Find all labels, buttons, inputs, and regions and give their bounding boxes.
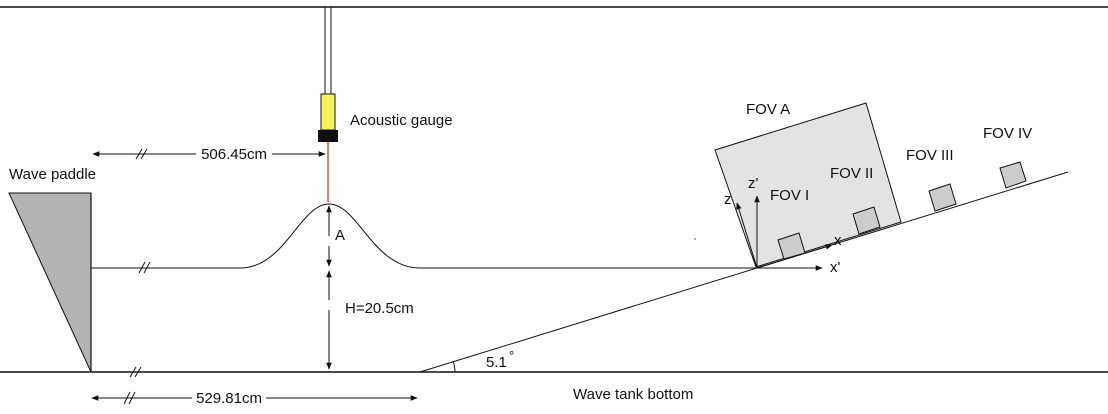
acoustic-gauge-base	[318, 130, 338, 142]
slope-angle-label: 5.1	[486, 354, 507, 371]
tank-bottom-label: Wave tank bottom	[573, 386, 693, 403]
surface-break-2	[143, 261, 151, 274]
amplitude-label: A	[335, 227, 345, 244]
fov-2-box	[852, 206, 881, 235]
bottom-break-top-1	[129, 366, 137, 378]
axis-z	[736, 202, 758, 269]
bottom-break-top-2	[134, 366, 142, 378]
depth-label: H=20.5cm	[345, 300, 414, 317]
axis-x	[756, 244, 833, 269]
acoustic-gauge-body	[320, 93, 336, 131]
wave-paddle	[8, 192, 92, 373]
bottom-break-low-2	[128, 391, 136, 405]
axis-x-label: x	[834, 232, 842, 249]
degree-symbol: °	[509, 348, 514, 363]
fov-4-box	[999, 161, 1027, 189]
axis-z-prime-label: z'	[748, 175, 759, 192]
gauge-distance-label: 506.45cm	[201, 146, 267, 163]
fov-1-label: FOV I	[770, 187, 809, 204]
slope-angle-arc	[452, 360, 456, 373]
axis-z-label: z	[724, 191, 732, 208]
gauge-distance-break-2	[140, 148, 148, 160]
gauge-distance-break-1	[135, 148, 143, 160]
stray-dot	[694, 238, 696, 240]
fov-3-label: FOV III	[906, 147, 954, 164]
fov-3-box	[928, 183, 957, 212]
fov-2-label: FOV II	[830, 165, 873, 182]
axis-x-prime-label: x'	[830, 259, 841, 276]
fov-4-label: FOV IV	[983, 125, 1032, 142]
fov-a-label: FOV A	[746, 101, 790, 118]
bottom-distance-label: 529.81cm	[196, 390, 262, 407]
acoustic-gauge-label: Acoustic gauge	[350, 112, 453, 129]
water-surface	[91, 203, 757, 269]
wave-paddle-label: Wave paddle	[9, 166, 96, 183]
slope-line	[419, 171, 1069, 373]
fov-a-region	[714, 102, 902, 268]
bottom-break-low-1	[123, 391, 131, 405]
surface-break-1	[138, 261, 146, 274]
